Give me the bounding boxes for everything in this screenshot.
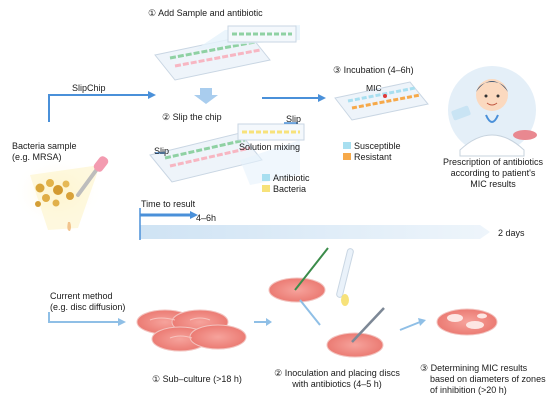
bacteria-sample-label: Bacteria sample	[12, 141, 77, 151]
bacteria-sample-illustration	[13, 157, 103, 231]
step-add-sample: ① Add Sample and antibiotic	[148, 8, 263, 18]
current-method-arrow	[48, 312, 126, 326]
fast-time-label: 4–6h	[196, 213, 217, 223]
timeline	[139, 208, 490, 240]
step-incubation: ③ Incubation (4–6h)	[333, 65, 414, 75]
current-method-label: Current method	[50, 291, 113, 301]
arrow-to-inoculation	[254, 318, 272, 326]
prescription-line-3: MIC results	[470, 179, 516, 189]
slipchip-label: SlipChip	[72, 83, 106, 93]
legend-susceptible: Susceptible	[354, 141, 401, 151]
bacteria-sample-example: (e.g. MRSA)	[12, 152, 62, 162]
legend-resistant: Resistant	[354, 152, 392, 162]
arrow-to-incubation	[262, 94, 326, 102]
slow-time-label: 2 days	[498, 228, 525, 238]
chip-incubation	[334, 81, 429, 121]
susceptible-swatch	[343, 142, 351, 149]
sub-culture-label: ① Sub–culture (>18 h)	[152, 374, 242, 384]
slipchip-arrow	[48, 91, 156, 122]
current-method-example: (e.g. disc diffusion)	[50, 302, 126, 312]
mic-label: MIC	[366, 83, 382, 93]
slip-left-label: Slip	[154, 146, 170, 156]
result-plate	[436, 308, 498, 336]
time-to-result-label: Time to result	[141, 199, 196, 209]
dropper-icon	[76, 156, 109, 197]
bacteria-swatch	[262, 185, 270, 192]
prescription-line-1: Prescription of antibiotics	[442, 157, 544, 167]
prescription-line-2: according to patient's	[450, 168, 536, 178]
inoculation-line-1: ② Inoculation and placing discs	[274, 368, 400, 378]
determining-line-1: ③ Determining MIC results	[420, 363, 528, 373]
subculture-plates	[136, 309, 247, 352]
determining-line-2: based on diameters of zones	[430, 374, 546, 384]
down-arrow	[194, 88, 218, 104]
antibiotic-swatch	[262, 174, 270, 181]
resistant-swatch	[343, 153, 351, 160]
inoculation-plates	[268, 247, 385, 358]
determining-line-3: of inhibition (>20 h)	[430, 385, 507, 395]
step-slip-chip: ② Slip the chip	[162, 112, 222, 122]
doctor-illustration	[448, 66, 537, 157]
arrow-to-determining	[399, 318, 426, 331]
chip-slip	[149, 122, 305, 185]
slip-right-label: Slip	[286, 114, 302, 124]
legend-bacteria: Bacteria	[273, 184, 307, 194]
chip-add-sample	[154, 25, 300, 81]
inoculation-line-2: with antibiotics (4–5 h)	[292, 379, 382, 389]
solution-mixing-label: Solution mixing	[239, 142, 301, 152]
legend-antibiotic: Antibiotic	[273, 173, 310, 183]
